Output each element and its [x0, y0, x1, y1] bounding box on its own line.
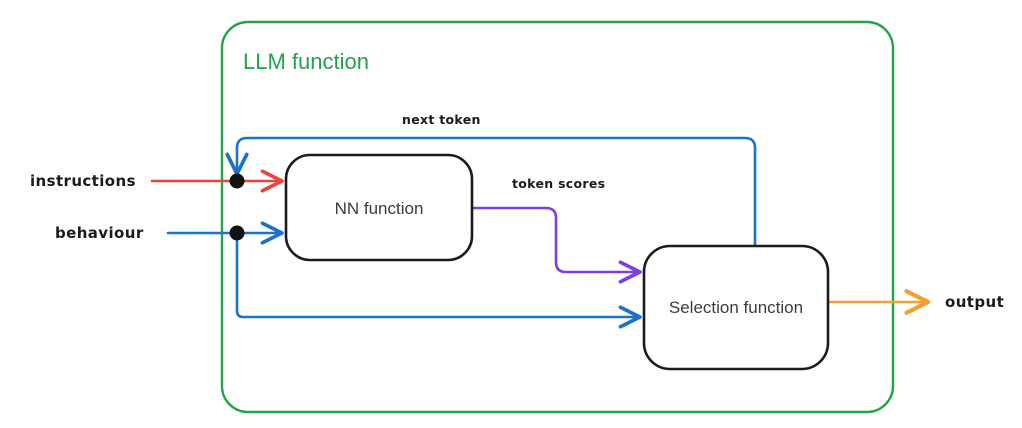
behaviour-label: behaviour	[55, 224, 144, 242]
llm-function-container: LLM function	[220, 20, 895, 414]
edge-behaviour: behaviour	[55, 221, 642, 329]
token-scores-path	[470, 206, 642, 284]
junction-dot-instructions	[229, 173, 245, 189]
selection-function-box[interactable]	[642, 244, 830, 371]
edge-instructions: instructions	[30, 169, 284, 193]
token-scores-label: token scores	[512, 176, 605, 191]
edge-token-scores: token scores	[470, 176, 642, 284]
next-token-path	[225, 136, 757, 260]
edge-output: output	[826, 289, 1004, 315]
instructions-label: instructions	[30, 172, 136, 190]
nn-function-label: NN function	[335, 199, 424, 218]
selection-function-label: Selection function	[669, 298, 803, 317]
edge-next-token: next token	[225, 112, 757, 260]
behaviour-to-selection-path	[235, 231, 642, 329]
output-label: output	[945, 293, 1004, 311]
node-nn-function[interactable]: NN function	[284, 153, 474, 262]
nn-function-box[interactable]	[284, 153, 474, 262]
llm-function-label: LLM function	[243, 49, 369, 74]
llm-function-boundary	[220, 20, 895, 414]
next-token-label: next token	[402, 112, 481, 127]
node-selection-function[interactable]: Selection function	[642, 244, 830, 371]
junction-dot-behaviour	[229, 225, 245, 241]
